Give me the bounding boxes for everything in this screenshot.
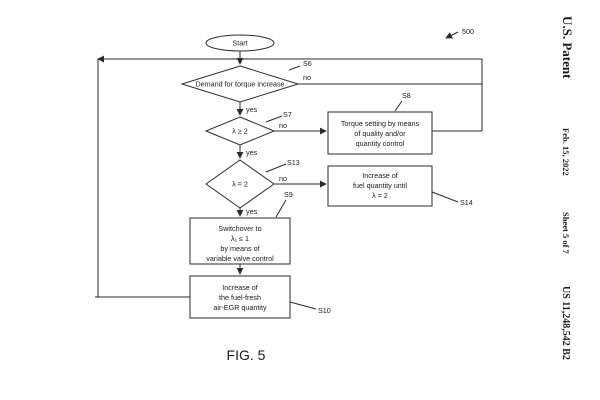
step-tag-s6: S6 [303, 59, 312, 68]
decision-s6-text: Demand for torque increase [195, 80, 284, 89]
header-office: U.S. Patent [560, 16, 575, 79]
s6-no-label: no [303, 73, 311, 82]
s7-yes-label: yes [246, 148, 258, 157]
figure-ref-number: 500 [462, 27, 474, 36]
s13-yes-label: yes [246, 207, 258, 216]
header-sheet: Sheet 5 of 7 [561, 212, 571, 255]
step-tag-s13: S13 [287, 158, 300, 167]
leader-s14 [431, 191, 459, 203]
step-tag-s10: S10 [318, 306, 331, 315]
process-s8-line3: quantity control [356, 139, 405, 148]
process-s9-line1: Switchover to [218, 224, 261, 233]
leader-s7 [265, 115, 283, 123]
header-date: Feb. 15, 2022 [561, 128, 571, 176]
process-s8 [327, 111, 433, 155]
process-s9-line2: λ₁ ≤ 1 [231, 234, 249, 243]
process-s10-line1: Increase of [222, 283, 258, 292]
step-tag-s14: S14 [460, 198, 473, 207]
s6-yes-label: yes [246, 105, 258, 114]
s7-no-label: no [279, 121, 287, 130]
process-s14-line2: fuel quantity until [353, 181, 407, 190]
leader-s10 [289, 301, 317, 310]
process-s10-line3: air-EGR quantity [213, 303, 267, 312]
header-patent-number: US 11,248,542 B2 [560, 286, 571, 360]
process-s9 [189, 217, 291, 265]
process-s10-line2: the fuel-fresh [219, 293, 261, 302]
process-s14 [327, 165, 433, 207]
leader-s8 [394, 100, 403, 112]
leader-s9 [275, 199, 287, 218]
decision-s13-text: λ = 2 [232, 180, 248, 189]
process-s8-line2: of quality and/or [354, 129, 406, 138]
decision-s7-text: λ ≥ 2 [232, 127, 248, 136]
leader-s6 [288, 65, 301, 71]
figure-ref-arrow [445, 31, 459, 39]
start-label: Start [232, 39, 247, 48]
process-s14-line3: λ = 2 [372, 191, 388, 200]
leader-s13 [265, 163, 287, 173]
process-s9-line4: variable valve control [206, 254, 274, 263]
step-tag-s9: S9 [284, 190, 293, 199]
s13-no-label: no [279, 174, 287, 183]
process-s8-line1: Torque setting by means [341, 119, 420, 128]
patent-header: U.S. Patent Feb. 15, 2022 Sheet 5 of 7 U… [560, 16, 575, 360]
figure-caption: FIG. 5 [227, 347, 266, 363]
process-s9-line3: by means of [220, 244, 259, 253]
process-s14-line1: Increase of [362, 171, 398, 180]
process-s10 [189, 275, 291, 319]
step-tag-s7: S7 [283, 110, 292, 119]
step-tag-s8: S8 [402, 91, 411, 100]
